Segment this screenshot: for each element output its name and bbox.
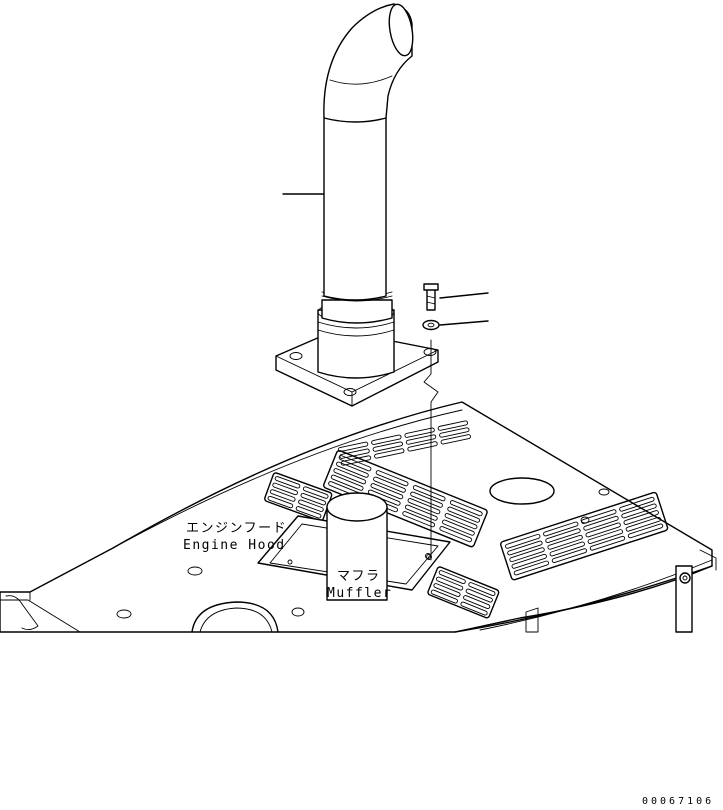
vent-grille [427, 566, 500, 619]
vent-grille [337, 420, 471, 466]
muffler [326, 492, 388, 601]
leader-line-washer [439, 320, 489, 326]
hood-hole [598, 488, 610, 496]
leader-line-bolt [439, 292, 489, 299]
vent-grille [500, 491, 669, 581]
engine-hood-label-en: Engine Hood [183, 538, 286, 553]
hood-hole [116, 609, 132, 619]
exhaust-pipe [275, 3, 439, 407]
muffler-label-jp: マフラ [337, 569, 381, 584]
flange-washer [422, 319, 440, 331]
hood-hinge-bracket [525, 549, 717, 633]
muffler-label-en: Muffler [327, 586, 392, 601]
flange-bolt-hole [343, 388, 357, 396]
vent-grille [323, 449, 488, 548]
hood-hole [187, 566, 203, 576]
engine-hood-label-jp: エンジンフード [186, 521, 287, 536]
flange-bolt-hole [423, 348, 437, 356]
flange-bolt-hole [289, 352, 303, 360]
assembly-center-line [423, 339, 439, 561]
hood-round-opening [191, 601, 279, 633]
vent-grille [264, 472, 333, 522]
flange-bolt [423, 283, 439, 311]
hood-hole [291, 607, 305, 617]
drawing-number: 00067106 [642, 796, 714, 807]
hood-round-opening [489, 477, 555, 505]
